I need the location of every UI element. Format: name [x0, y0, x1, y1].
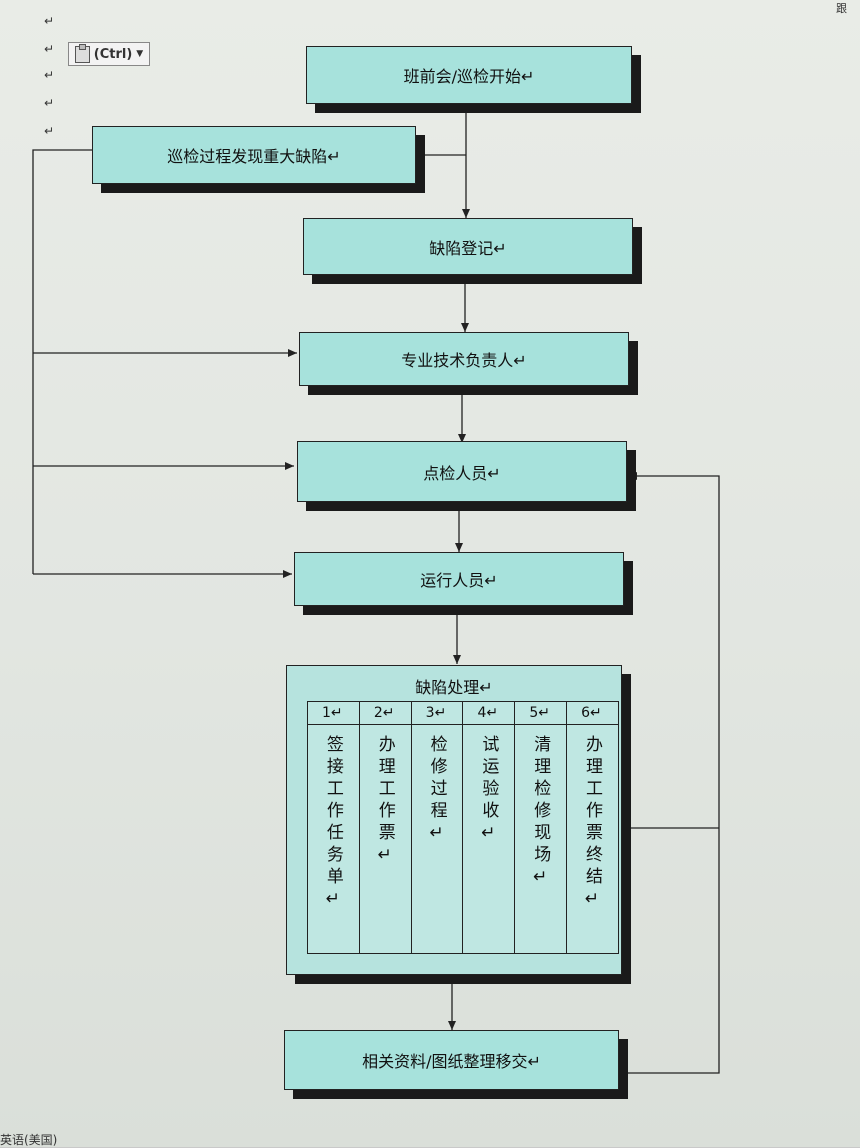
node-start-label: 班前会/巡检开始↵ — [403, 67, 535, 86]
node-tech-lead: 专业技术负责人↵ — [299, 332, 629, 386]
step-text: 签接工作任务单↵ — [322, 735, 343, 914]
node-inspection-defect-label: 巡检过程发现重大缺陷↵ — [167, 147, 341, 166]
corner-text: 跟 — [836, 2, 847, 15]
node-processing: 缺陷处理↵ 1↵ 签接工作任务单↵ 2↵ 办理工作票↵ 3↵ 检修过程↵ 4↵ 试运验收… — [286, 665, 622, 975]
paragraph-mark: ↵ — [44, 14, 55, 28]
paragraph-mark: ↵ — [44, 124, 55, 138]
paragraph-mark: ↵ — [44, 42, 55, 56]
node-operator: 运行人员↵ — [294, 552, 624, 606]
connector-feedback-loop — [619, 472, 720, 1074]
step-3: 3↵ 检修过程↵ — [410, 702, 463, 953]
node-register-label: 缺陷登记↵ — [429, 238, 507, 258]
paragraph-mark: ↵ — [44, 96, 55, 110]
paste-options-button[interactable]: (Ctrl) ▼ — [68, 42, 150, 66]
node-processing-label: 缺陷处理↵ — [415, 678, 493, 697]
step-text: 检修过程↵ — [426, 735, 447, 848]
step-text: 办理工作票↵ — [374, 735, 395, 870]
paragraph-mark: ↵ — [44, 68, 55, 82]
step-number: 3↵ — [411, 702, 463, 725]
step-number: 4↵ — [463, 702, 515, 725]
connector-left-bypass — [32, 149, 92, 574]
step-number: 2↵ — [359, 702, 411, 725]
step-number: 5↵ — [515, 702, 567, 725]
node-inspector: 点检人员↵ — [297, 441, 627, 502]
step-text: 办理工作票终结↵ — [582, 735, 603, 914]
step-1: 1↵ 签接工作任务单↵ — [308, 702, 359, 953]
step-6: 6↵ 办理工作票终结↵ — [566, 702, 618, 953]
status-language[interactable]: 英语(美国) — [0, 1133, 58, 1147]
step-4: 4↵ 试运验收↵ — [462, 702, 515, 953]
processing-steps: 1↵ 签接工作任务单↵ 2↵ 办理工作票↵ 3↵ 检修过程↵ 4↵ 试运验收↵ 5↵ 清理… — [307, 701, 619, 954]
node-operator-label: 运行人员↵ — [420, 571, 498, 590]
paste-options-label: (Ctrl) — [93, 46, 133, 62]
node-handover: 相关资料/图纸整理移交↵ — [284, 1030, 619, 1090]
step-number: 1↵ — [308, 702, 359, 725]
node-inspector-label: 点检人员↵ — [423, 463, 501, 483]
node-start: 班前会/巡检开始↵ — [306, 46, 632, 104]
node-handover-label: 相关资料/图纸整理移交↵ — [362, 1052, 541, 1071]
step-text: 试运验收↵ — [478, 735, 499, 848]
clipboard-icon — [74, 43, 90, 63]
step-number: 6↵ — [567, 702, 618, 725]
step-5: 5↵ 清理检修现场↵ — [514, 702, 567, 953]
step-2: 2↵ 办理工作票↵ — [358, 702, 411, 953]
node-tech-lead-label: 专业技术负责人↵ — [401, 351, 527, 370]
chevron-down-icon: ▼ — [136, 49, 144, 59]
node-register: 缺陷登记↵ — [303, 218, 633, 275]
step-text: 清理检修现场↵ — [530, 735, 551, 892]
node-inspection-defect: 巡检过程发现重大缺陷↵ — [92, 126, 416, 184]
